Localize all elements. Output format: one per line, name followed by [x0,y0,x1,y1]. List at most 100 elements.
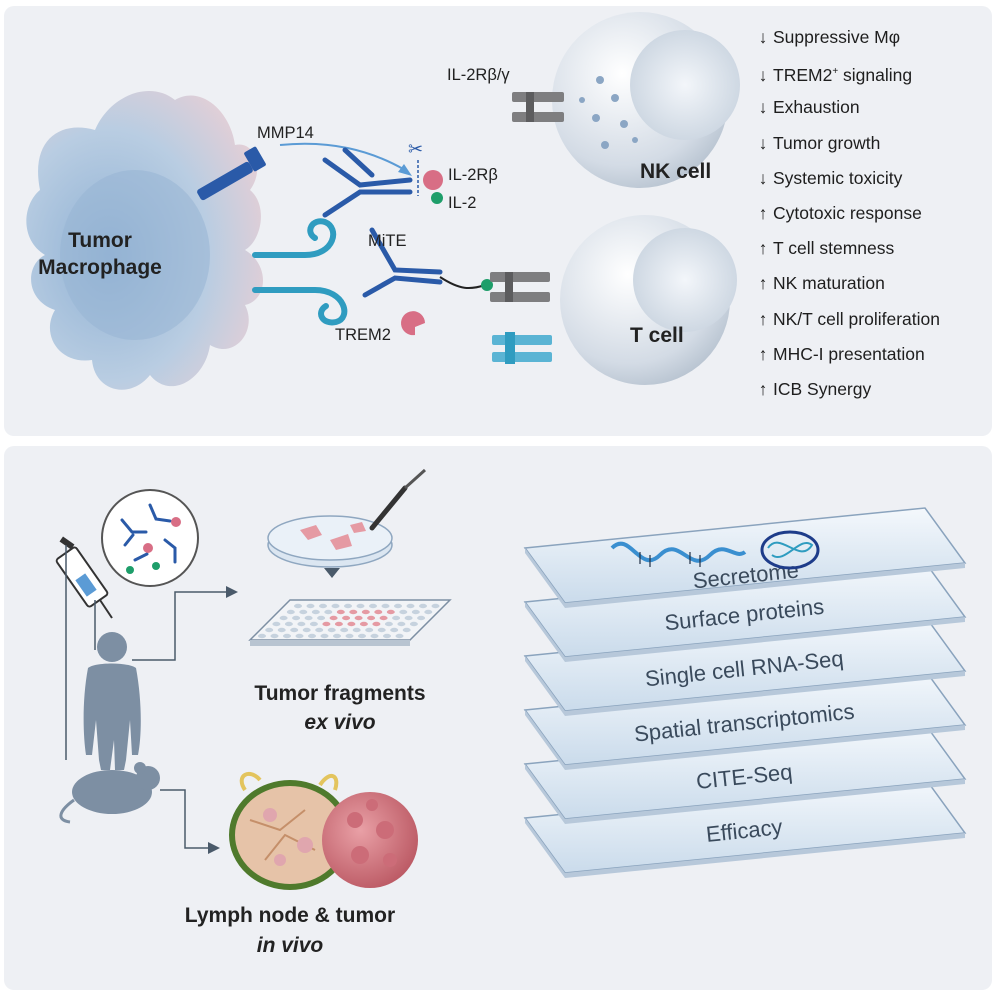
effect-item: ↑Cytotoxic response [756,198,992,233]
down-arrow-icon: ↓ [758,65,768,86]
well [369,603,377,609]
well [309,621,318,627]
well [374,609,383,615]
well [358,633,366,639]
well [320,633,329,639]
effect-item: ↓TREM2+ signaling [756,57,992,92]
mouse-icon [59,762,160,824]
well [342,615,351,621]
il2rbg-label: IL-2Rβ/γ [447,66,510,84]
effect-item: ↓Suppressive Mφ [756,22,992,57]
well [324,609,333,615]
well [431,603,440,609]
down-arrow-icon: ↓ [758,132,768,153]
well [392,615,401,621]
well [367,615,376,621]
human-icon [83,632,141,770]
well [354,615,363,621]
effect-text: Exhaustion [773,97,860,118]
well [394,603,402,609]
free-cytokine [401,311,425,336]
connector-lines [65,545,228,849]
lymph-node-icon [229,771,351,890]
nk-cell [552,12,740,188]
well [292,615,301,621]
effect-item: ↑T cell stemness [756,233,992,268]
mite-il2-bead [481,279,493,291]
readout-layer: Single cell RNA-Seq [523,615,967,716]
well [295,633,304,639]
well [406,603,415,609]
effect-item: ↑ICB Synergy [756,374,992,409]
effect-item: ↑MHC-I presentation [756,339,992,374]
well [284,621,293,627]
well [424,609,433,615]
well [304,615,313,621]
effect-text: NK/T cell proliferation [773,308,940,329]
up-arrow-icon: ↑ [758,238,768,259]
well [417,615,426,621]
well [377,627,386,633]
well [399,609,408,615]
well [345,633,354,639]
scalpel-icon [369,468,427,531]
well [327,627,336,633]
effect-item: ↓Exhaustion [756,92,992,127]
effect-text: MHC-I presentation [773,343,925,364]
well [322,621,331,627]
well [286,609,295,615]
petri-dish [267,515,393,568]
well [299,609,308,615]
well-plate [248,599,452,646]
cleavage-arrow [279,142,406,171]
effect-text: Cytotoxic response [773,202,922,223]
well [404,615,413,621]
effect-item: ↑NK maturation [756,268,992,303]
effect-text: TREM2 [773,65,833,86]
mmp14-label: MMP14 [257,124,314,142]
well [319,603,327,609]
macrophage-label-2: Macrophage [38,256,162,279]
t-cell-label: T cell [630,324,684,347]
well [370,633,379,639]
well [258,633,266,639]
ex-vivo-title: Tumor fragments [254,682,425,705]
down-arrow-icon: ↓ [758,97,768,118]
readout-layer: Spatial transcriptomics [523,669,967,770]
well [279,615,288,621]
well [361,609,370,615]
well [333,633,341,639]
well [409,621,418,627]
tumor-icon [322,792,418,888]
well [331,603,340,609]
up-arrow-icon: ↑ [758,343,768,364]
macrophage-label: Tumor [68,229,132,252]
effect-text: ICB Synergy [773,378,872,399]
well [349,609,358,615]
well [390,627,399,633]
well [365,627,374,633]
mite-antibody-lower [362,227,443,298]
well [356,603,365,609]
in-vivo-subtitle: in vivo [257,934,324,957]
well [294,603,302,609]
il2rb-cytokine [423,170,443,190]
mite-label: MiTE [368,232,407,250]
down-arrow-icon: ↓ [758,27,768,47]
trem2-receptors [252,218,348,326]
t-cell-il2-receptor [490,272,550,302]
up-arrow-icon: ↑ [758,202,768,223]
well [311,609,320,615]
well [372,621,381,627]
t-cell [560,215,737,385]
readout-layer: Efficacy [523,777,967,878]
well [336,609,345,615]
well [265,627,274,633]
molecule-zoom-circle [101,489,199,587]
arrow-to-ex-vivo [226,586,238,598]
il2rbg-receptor [512,92,564,122]
well [290,627,299,633]
trem2-label: TREM2 [335,326,391,344]
in-vivo-title: Lymph node & tumor [185,904,395,927]
